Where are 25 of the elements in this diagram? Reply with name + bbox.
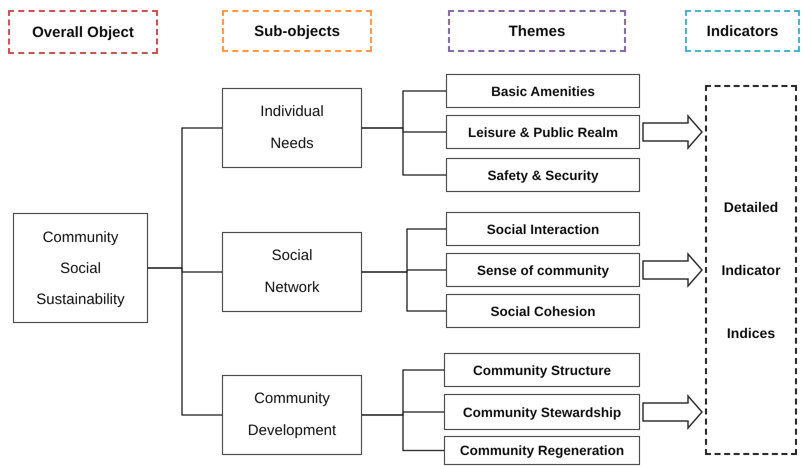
theme-box: Sense of community (446, 253, 640, 287)
theme-box: Social Interaction (446, 212, 640, 246)
block-arrow (642, 252, 703, 288)
theme-box: Community Regeneration (444, 436, 640, 465)
column-header: Themes (448, 10, 626, 52)
block-arrow (642, 394, 703, 430)
theme-box: Safety & Security (446, 158, 640, 192)
indicator-box: Detailed Indicator Indices (705, 85, 797, 455)
block-arrow (642, 114, 703, 150)
column-header: Sub-objects (222, 10, 372, 52)
theme-box: Basic Amenities (446, 74, 640, 108)
sub-object-box: Community Development (222, 375, 362, 455)
theme-box: Community Stewardship (444, 394, 640, 430)
connector-line (362, 127, 446, 176)
theme-box: Leisure & Public Realm (446, 115, 640, 149)
connector-line (362, 271, 446, 312)
column-header: Overall Object (8, 10, 158, 54)
sub-object-box: Social Network (222, 232, 362, 312)
concept-box: Community Social Sustainability (13, 213, 148, 323)
connector-line (148, 267, 222, 416)
theme-box: Community Structure (444, 353, 640, 387)
sub-object-box: Individual Needs (222, 88, 362, 168)
theme-box: Social Cohesion (446, 294, 640, 328)
connector-line (362, 414, 444, 452)
column-header: Indicators (685, 10, 800, 52)
